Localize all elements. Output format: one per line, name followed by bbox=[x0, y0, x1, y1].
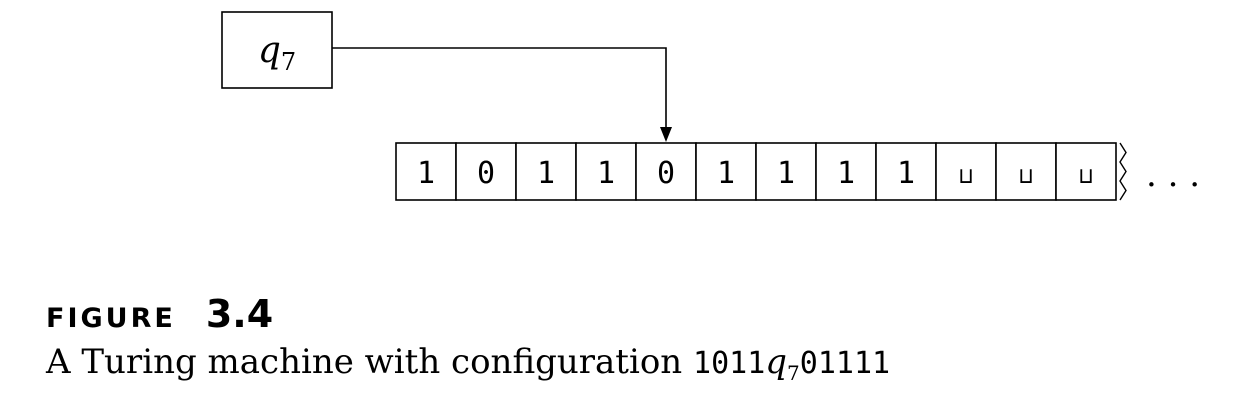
tape-cell-frame bbox=[575, 142, 637, 201]
config-left: 1011 bbox=[693, 346, 766, 381]
tape-cell-frame bbox=[635, 142, 697, 201]
tape-symbol: 1 bbox=[417, 156, 435, 191]
tape-symbol: 1 bbox=[837, 156, 855, 191]
tape-cell: ⊔ bbox=[935, 142, 997, 201]
tape-cell: 0 bbox=[455, 142, 517, 201]
blank-symbol: ⊔ bbox=[959, 164, 972, 189]
tape-cell: 1 bbox=[875, 142, 937, 201]
head-pointer-line bbox=[332, 47, 667, 131]
tape-cell: 1 bbox=[815, 142, 877, 201]
tape-cell: 1 bbox=[515, 142, 577, 201]
tape-ellipsis: . . . bbox=[1146, 155, 1200, 195]
tape-symbol: 0 bbox=[657, 156, 675, 191]
blank-symbol: ⊔ bbox=[1019, 164, 1032, 189]
tape-symbol: 1 bbox=[717, 156, 735, 191]
figure-label: FIGURE 3.4 bbox=[46, 292, 273, 336]
caption-text: A Turing machine with configuration bbox=[46, 342, 694, 382]
tape-cell-frame bbox=[515, 142, 577, 201]
config-right: 01111 bbox=[799, 346, 891, 381]
head-pointer-arrowhead bbox=[660, 127, 672, 142]
state-box-frame bbox=[221, 11, 333, 89]
state-symbol: q bbox=[258, 30, 281, 71]
tape-symbol: 1 bbox=[897, 156, 915, 191]
turing-machine-diagram: q7 1 0 1 1 0 1 1 1 1 ⊔ ⊔ ⊔ . . . bbox=[221, 11, 1200, 201]
tape-cell-frame bbox=[815, 142, 877, 201]
figure-number: 3.4 bbox=[205, 292, 274, 336]
config-state-index: 7 bbox=[787, 361, 800, 385]
tape-cell: 1 bbox=[755, 142, 817, 201]
tape-cell-frame bbox=[695, 142, 757, 201]
state-index: 7 bbox=[281, 48, 296, 76]
tape-symbol: 1 bbox=[597, 156, 615, 191]
tape-cell: ⊔ bbox=[995, 142, 1057, 201]
tape-cell-frame bbox=[755, 142, 817, 201]
tape-cell-frame bbox=[995, 142, 1057, 201]
tape-symbol: 1 bbox=[537, 156, 555, 191]
state-label: q7 bbox=[258, 30, 296, 76]
state-box: q7 bbox=[221, 11, 333, 89]
figure-caption: A Turing machine with configuration 1011… bbox=[46, 342, 891, 385]
tape-cell-frame bbox=[1055, 142, 1117, 201]
blank-symbol: ⊔ bbox=[1079, 164, 1092, 189]
config-state: q bbox=[765, 342, 788, 382]
tape-cell: 1 bbox=[575, 142, 637, 201]
tape-cell: 1 bbox=[695, 142, 757, 201]
tape-cell-frame bbox=[455, 142, 517, 201]
tape-cell: 0 bbox=[635, 142, 697, 201]
tape-cell: ⊔ bbox=[1055, 142, 1117, 201]
tape-symbol: 0 bbox=[477, 156, 495, 191]
tape-symbol: 1 bbox=[777, 156, 795, 191]
tape-cell: 1 bbox=[395, 142, 457, 201]
tape: 1 0 1 1 0 1 1 1 1 ⊔ ⊔ ⊔ bbox=[395, 142, 1117, 201]
tape-break-mark bbox=[1119, 142, 1127, 201]
figure-word: FIGURE bbox=[46, 303, 176, 334]
tape-cell-frame bbox=[935, 142, 997, 201]
